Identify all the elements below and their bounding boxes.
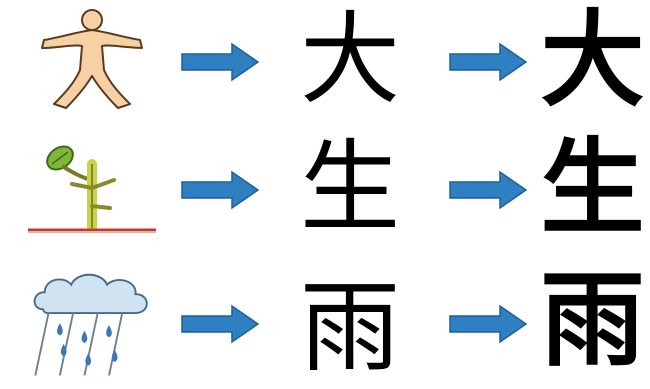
arrow-right-icon — [181, 304, 260, 344]
modern-character: 雨 — [540, 259, 645, 381]
arrow-right-icon — [181, 170, 260, 210]
person-figure-icon — [41, 9, 143, 109]
rain-cloud-icon — [33, 273, 148, 376]
arrow-right-icon — [449, 42, 528, 82]
evolution-row-rain: 雨 雨 — [0, 259, 650, 386]
evolution-row-person: 大 大 — [0, 0, 650, 120]
modern-character: 生 — [540, 127, 645, 249]
arrow-right-icon — [449, 304, 528, 344]
sprout-icon — [28, 145, 156, 233]
modern-character: 大 — [540, 0, 645, 121]
arrow-right-icon — [181, 42, 260, 82]
ancient-character: 大 — [300, 1, 400, 118]
ancient-character: 雨 — [300, 269, 400, 386]
arrow-right-icon — [449, 170, 528, 210]
ancient-character: 生 — [300, 129, 400, 246]
evolution-row-sprout: 生 生 — [0, 128, 650, 248]
